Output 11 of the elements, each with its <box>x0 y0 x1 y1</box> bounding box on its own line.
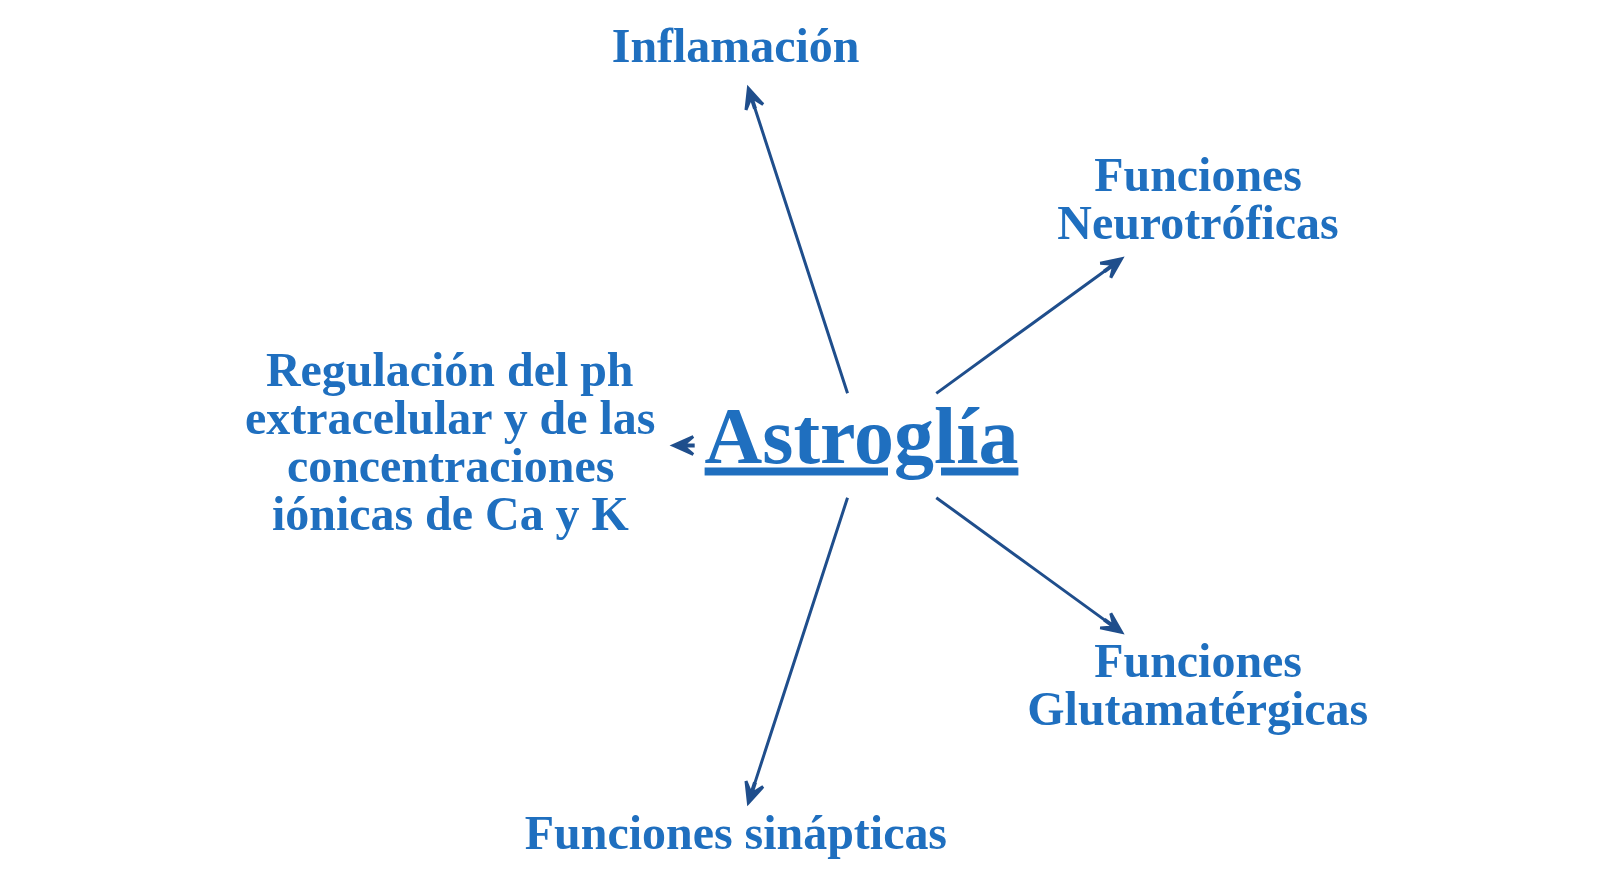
node-text: Inflamación <box>611 19 860 73</box>
node-text: Regulación del ph extracelular y de las concentraciones iónicas de Ca y K <box>244 342 656 540</box>
node-text: Astroglía <box>704 392 1019 481</box>
arrow <box>671 435 695 456</box>
arrow <box>935 496 1124 634</box>
arrow <box>744 86 849 394</box>
node-text: Funciones Neurotróficas <box>1057 147 1339 249</box>
node-text: Funciones sinápticas <box>524 806 948 860</box>
node-text: Funciones Glutamatérgicas <box>1027 634 1369 736</box>
arrow <box>744 497 849 805</box>
arrow <box>935 257 1124 395</box>
